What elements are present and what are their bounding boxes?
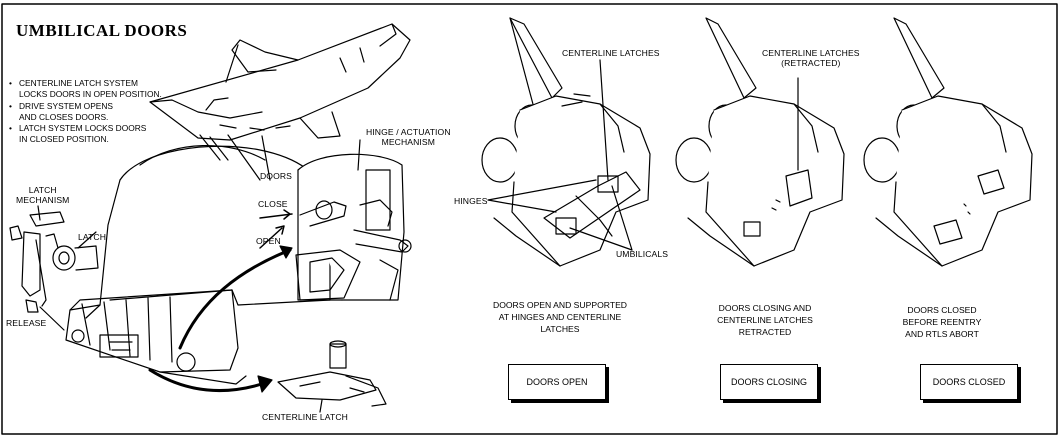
aft-fuselage-closed-drawing (863, 17, 1033, 267)
panel-3-caption: DOORS CLOSED BEFORE REENTRY AND RTLS ABO… (902, 305, 982, 339)
label-centerline-latch: CENTERLINE LATCH (262, 412, 348, 422)
bullet-1: • CENTERLINE LATCH SYSTEM LOCKS DOORS IN… (9, 78, 162, 100)
bullet-dot-icon: • (9, 78, 12, 88)
bullet-text: CENTERLINE LATCH SYSTEM LOCKS DOORS IN O… (19, 78, 162, 99)
state-box-doors-closed: DOORS CLOSED (920, 364, 1018, 400)
close-arrow (259, 213, 293, 219)
bullet-dot-icon: • (9, 101, 12, 111)
label-close: CLOSE (258, 199, 288, 209)
open-arrow (259, 227, 283, 249)
state-box-doors-closing: DOORS CLOSING (720, 364, 818, 400)
panel1-leaders (487, 59, 633, 251)
aft-fuselage-open-drawing (481, 17, 651, 267)
label-umbilicals: UMBILICALS (616, 249, 669, 259)
panel-2-caption: DOORS CLOSING AND CENTERLINE LATCHES RET… (717, 303, 813, 337)
latch-mechanism-drawing (9, 211, 99, 313)
label-centerline-latches-retracted: CENTERLINE LATCHES (RETRACTED) (762, 48, 860, 68)
bullet-text: DRIVE SYSTEM OPENS AND CLOSES DOORS. (19, 101, 114, 122)
label-centerline-latches: CENTERLINE LATCHES (562, 48, 660, 58)
sweep-arrow (178, 248, 292, 350)
bullet-dot-icon: • (9, 123, 12, 133)
page-title: UMBILICAL DOORS (16, 21, 188, 40)
bullet-3: • LATCH SYSTEM LOCKS DOORS IN CLOSED POS… (9, 123, 147, 145)
label-latch-mechanism: LATCH MECHANISM (16, 185, 70, 205)
aft-fuselage-closing-drawing (675, 17, 845, 267)
figure-border (1, 3, 1058, 435)
detail-arrow (148, 368, 270, 393)
label-doors: DOORS (260, 171, 293, 181)
label-open: OPEN (256, 236, 281, 246)
label-latch: LATCH (78, 232, 107, 242)
state-box-doors-open: DOORS OPEN (508, 364, 606, 400)
leader-lines (37, 134, 361, 413)
label-hinge-actuation: HINGE / ACTUATION MECHANISM (366, 127, 451, 147)
bullet-text: LATCH SYSTEM LOCKS DOORS IN CLOSED POSIT… (19, 123, 147, 144)
centerline-latch-drawing (277, 340, 387, 407)
label-release: RELEASE (6, 318, 47, 328)
panel-1-caption: DOORS OPEN AND SUPPORTED AT HINGES AND C… (492, 300, 628, 334)
label-hinges: HINGES (454, 196, 488, 206)
hinge-actuation-drawing (295, 153, 412, 301)
orbiter-icon (149, 23, 411, 141)
bullet-2: • DRIVE SYSTEM OPENS AND CLOSES DOORS. (9, 101, 114, 123)
